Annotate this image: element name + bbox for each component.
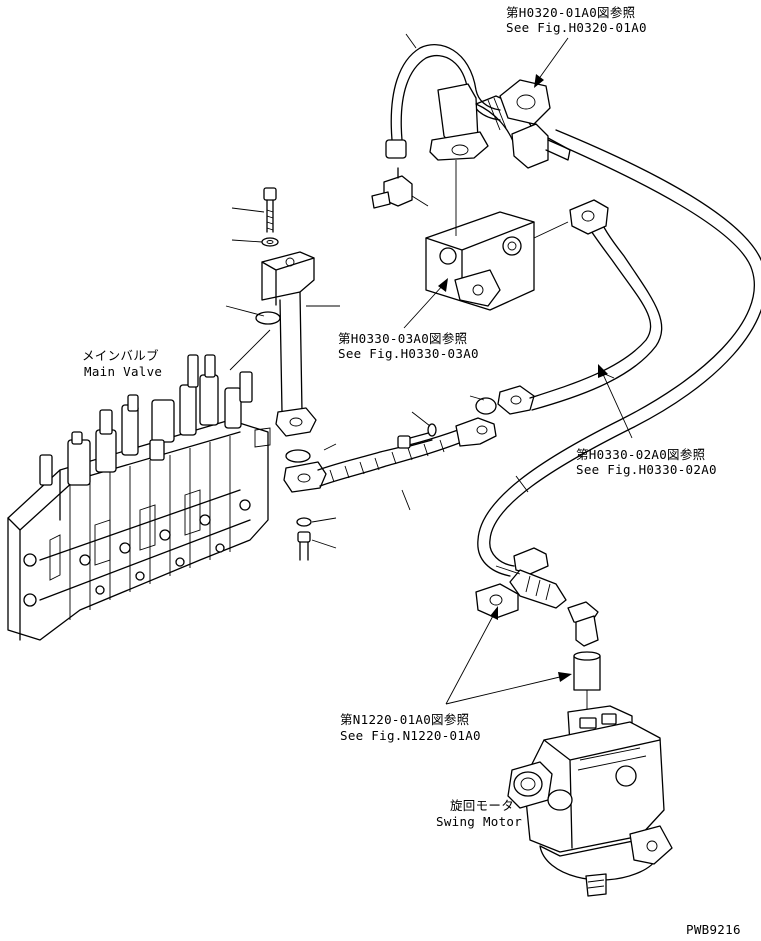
swing-motor-label-en: Swing Motor [436,814,523,829]
drawing-number: PWB9216 [686,922,741,937]
main-valve-icon [7,354,271,641]
top-hose-icon [385,44,761,577]
center-valve-block-icon [371,160,569,311]
ref-h0330-03-en: See Fig.H0330-03A0 [338,346,479,361]
ref-h0330-02-jp: 第H0330-02A0図参照 [576,447,706,462]
main-valve-label-en: Main Valve [84,364,163,379]
pipe-assembly-icon [497,199,663,415]
ref-h0330-03-jp: 第H0330-03A0図参照 [338,331,468,346]
ref-h0330-02-en: See Fig.H0330-02A0 [576,462,717,477]
swing-motor-label-jp: 旋回モータ [450,798,515,813]
ref-h0320-jp: 第H0320-01A0図参照 [506,5,636,20]
ref-n1220-en: See Fig.N1220-01A0 [340,728,481,743]
swing-fittings-icon [475,547,601,710]
lower-hose-icon [283,395,497,561]
swing-motor-icon [507,705,673,897]
bracket-assembly-icon [225,187,340,463]
ref-n1220-jp: 第N1220-01A0図参照 [340,712,470,727]
main-valve-label-jp: メインバルブ [82,348,159,363]
arrow-icon [403,37,633,705]
ref-h0320-en: See Fig.H0320-01A0 [506,20,647,35]
